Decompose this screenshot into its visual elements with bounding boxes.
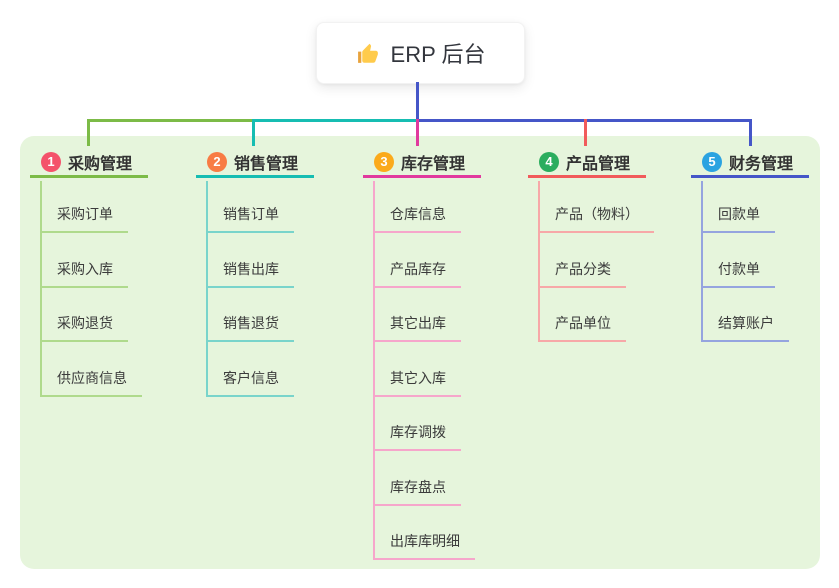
branch-4-number-badge: 4 [539, 151, 559, 172]
branch-4-label: 产品管理 [566, 155, 631, 173]
branch-3-child-connector [373, 181, 375, 560]
branch-1-drop-line [87, 119, 90, 146]
branch-2-child-connector [206, 181, 208, 397]
branch-3-header[interactable]: 3 库存管理 [363, 148, 481, 178]
branch-3-drop-line [416, 119, 419, 146]
branch-4-header[interactable]: 4 产品管理 [528, 148, 646, 178]
branch-4-drop-line [584, 119, 587, 146]
branch-2-child-node[interactable]: 销售退货 [206, 313, 294, 342]
branch-3-child-node[interactable]: 其它出库 [373, 313, 461, 342]
branch-2-label: 销售管理 [234, 155, 299, 173]
branch-5-child-node[interactable]: 回款单 [701, 204, 775, 233]
thumbs-up-icon [356, 41, 381, 66]
branch-5-child-connector [701, 181, 703, 342]
branch-4-child-node[interactable]: 产品单位 [538, 313, 626, 342]
branch-2-header[interactable]: 2 销售管理 [196, 148, 314, 178]
branch-3-child-node[interactable]: 库存调拨 [373, 422, 461, 451]
branch-1-number-badge: 1 [41, 151, 61, 172]
branch-1-child-node[interactable]: 供应商信息 [40, 368, 142, 397]
branch-5-label: 财务管理 [729, 155, 794, 173]
root-node-label: ERP 后台 [390, 42, 486, 67]
branch-2-child-node[interactable]: 销售订单 [206, 204, 294, 233]
branch-5-child-node[interactable]: 付款单 [701, 259, 775, 288]
branch-1-label: 采购管理 [68, 155, 133, 173]
branch-3-child-node[interactable]: 仓库信息 [373, 204, 461, 233]
rail-segment-2 [252, 119, 416, 122]
branch-1-child-node[interactable]: 采购入库 [40, 259, 128, 288]
branch-2-child-node[interactable]: 销售出库 [206, 259, 294, 288]
branch-1-child-node[interactable]: 采购订单 [40, 204, 128, 233]
branch-3-child-node[interactable]: 库存盘点 [373, 477, 461, 506]
branch-5-child-node[interactable]: 结算账户 [701, 313, 789, 342]
branch-1-child-node[interactable]: 采购退货 [40, 313, 128, 342]
branch-4-child-connector [538, 181, 540, 342]
branch-4-child-node[interactable]: 产品分类 [538, 259, 626, 288]
root-connector-line [416, 82, 419, 122]
branch-5-drop-line [749, 119, 752, 146]
branch-2-child-node[interactable]: 客户信息 [206, 368, 294, 397]
branch-1-header[interactable]: 1 采购管理 [30, 148, 148, 178]
branch-1-child-connector [40, 181, 42, 397]
branch-3-child-node[interactable]: 其它入库 [373, 368, 461, 397]
branch-3-number-badge: 3 [374, 151, 394, 172]
branch-5-header[interactable]: 5 财务管理 [691, 148, 809, 178]
branch-3-child-node[interactable]: 产品库存 [373, 259, 461, 288]
branch-3-child-node[interactable]: 出库库明细 [373, 531, 475, 560]
branch-3-label: 库存管理 [401, 155, 466, 173]
rail-segment-1 [87, 119, 252, 122]
branch-2-drop-line [252, 119, 255, 146]
branch-2-number-badge: 2 [207, 151, 227, 172]
root-node[interactable]: ERP 后台 [316, 22, 525, 84]
branch-4-child-node[interactable]: 产品（物料） [538, 204, 654, 233]
branches-panel [20, 136, 820, 569]
branch-5-number-badge: 5 [702, 151, 722, 172]
